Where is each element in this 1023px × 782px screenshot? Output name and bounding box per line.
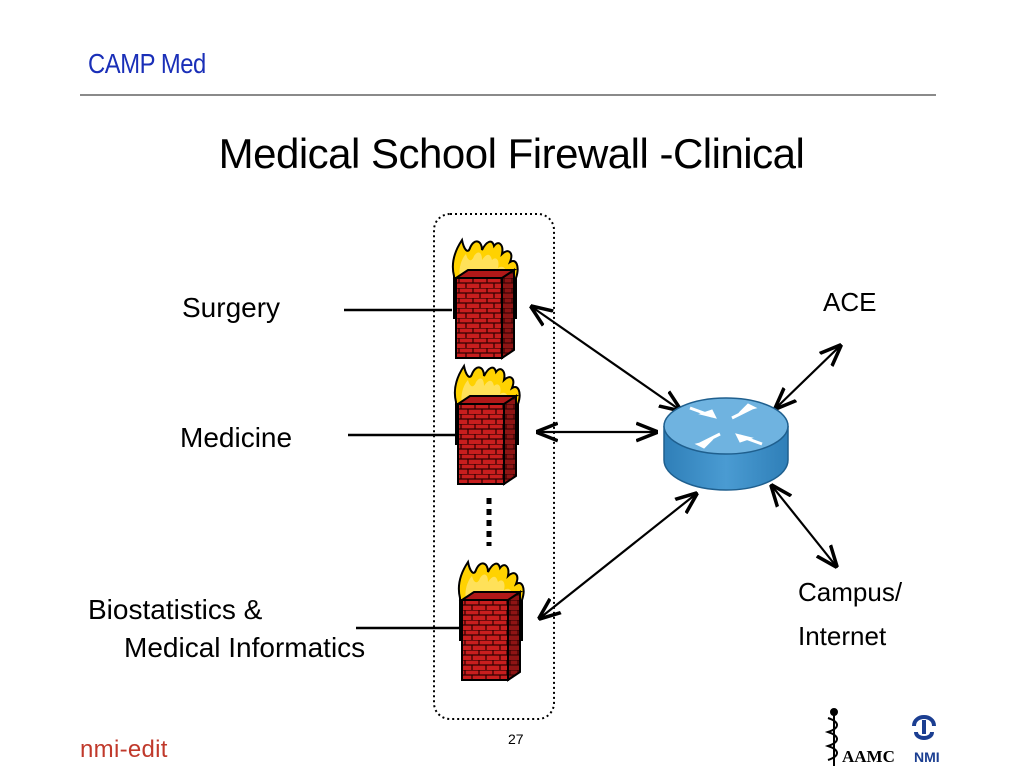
destination-label-campus: Campus/ xyxy=(798,577,903,607)
firewall-icon xyxy=(453,365,521,485)
nmi-logo-text: NMI xyxy=(914,749,940,765)
department-label-medicine: Medicine xyxy=(180,422,293,453)
footer-edit-label: nmi-edit xyxy=(80,736,168,763)
page-title: Medical School Firewall -Clinical xyxy=(218,130,805,177)
firewall-group-boundary xyxy=(433,213,555,720)
header-divider xyxy=(80,94,936,96)
surgery-router-arrow xyxy=(532,307,680,410)
router-campus-arrow xyxy=(772,486,836,566)
firewall-icon xyxy=(451,239,519,359)
header-title: CAMP Med xyxy=(88,48,206,79)
nmi-logo-mark xyxy=(912,715,936,740)
caduceus-icon xyxy=(824,708,838,766)
department-label-surgery: Surgery xyxy=(182,292,281,323)
destination-label-ace: ACE xyxy=(823,287,877,317)
footer-logos: AAMC NMI xyxy=(824,708,940,766)
firewall-icon xyxy=(457,561,525,681)
biostatistics-router-arrow xyxy=(540,494,696,618)
department-label-medical-informatics: Medical Informatics xyxy=(124,632,366,663)
department-label-biostatistics: Biostatistics & xyxy=(88,594,263,625)
router-icon xyxy=(663,397,789,491)
router-ace-arrow xyxy=(776,346,840,408)
aamc-logo-text: AAMC xyxy=(842,747,895,766)
page-number: 27 xyxy=(508,731,524,747)
destination-label-internet: Internet xyxy=(798,621,887,651)
